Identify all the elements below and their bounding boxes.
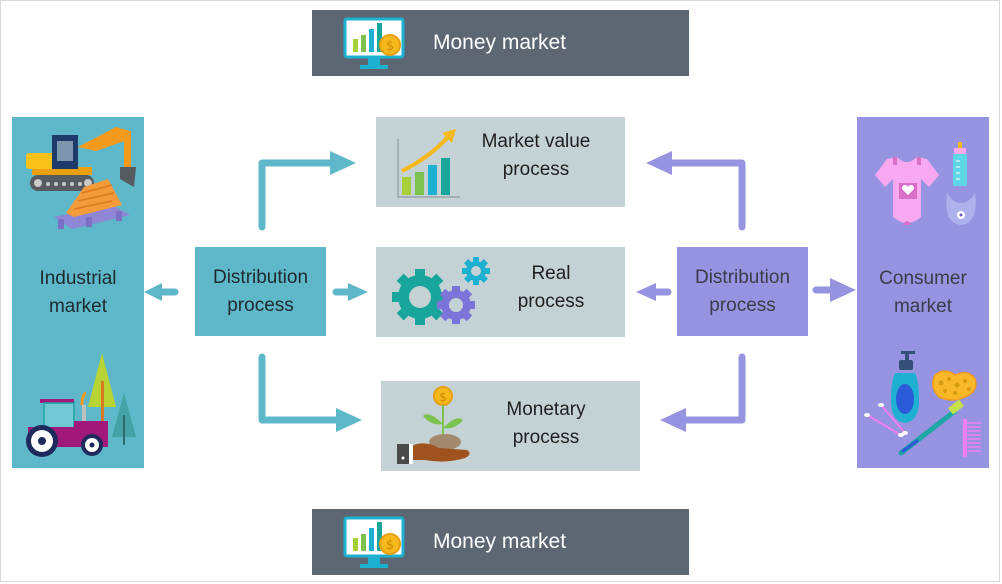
arrowhead-market-value-right — [646, 151, 672, 175]
money-market-top: $ Money market — [312, 10, 689, 76]
market-value-process: Market value process — [376, 117, 625, 207]
industrial-market-line1: Industrial — [39, 267, 117, 289]
hand-money-plant-icon: $ — [395, 384, 475, 477]
monitor-chart-coin-icon: $ — [343, 516, 407, 576]
svg-text:$: $ — [386, 39, 394, 54]
svg-text:$: $ — [386, 538, 394, 553]
arrowhead-monetary-right — [660, 408, 686, 432]
soap-dispenser-icon — [857, 341, 989, 468]
consumer-market-line1: Consumer — [879, 267, 967, 289]
distribution-process-left: Distribution process — [195, 247, 326, 336]
distribution-left-line2: process — [227, 294, 294, 316]
distribution-process-right: Distribution process — [677, 247, 808, 336]
purple-arrowheads — [636, 151, 856, 432]
arrow-dist-right-to-monetary — [680, 353, 746, 424]
real-line1: Real — [531, 263, 571, 284]
market-value-line2: process — [502, 159, 570, 180]
arrowhead-market-value — [330, 151, 356, 175]
real-process: Real process — [376, 247, 625, 337]
arrow-dist-left-to-market-value — [258, 159, 334, 231]
consumer-market: Consumer market — [857, 117, 989, 468]
teal-arrows — [156, 159, 354, 424]
consumer-market-line2: market — [893, 295, 953, 317]
money-market-bottom: $ Money market — [312, 509, 689, 575]
gears-icon — [390, 253, 490, 342]
arrowhead-monetary-left — [336, 408, 362, 432]
lumber-pallet-icon — [12, 117, 144, 244]
arrowhead-real-right — [636, 283, 656, 301]
money-market-bottom-label: Money market — [433, 530, 567, 553]
industrial-market-line2: market — [48, 295, 108, 317]
distribution-right-line1: Distribution — [694, 266, 791, 288]
arrowhead-consumer — [830, 278, 856, 302]
excavator-icon — [12, 117, 144, 244]
real-process-label: Real process — [486, 260, 616, 316]
svg-text:$: $ — [439, 390, 447, 404]
arrow-dist-right-to-market-value — [666, 159, 746, 231]
tractor-icon — [12, 341, 144, 468]
monetary-process-label: Monetary process — [481, 396, 611, 452]
arrowhead-real-left — [348, 283, 368, 301]
growth-chart-icon — [394, 125, 460, 210]
baby-bodysuit-icon — [857, 117, 989, 244]
industrial-market: Industrial market — [12, 117, 144, 468]
arrow-dist-left-to-monetary — [258, 353, 340, 424]
market-value-line1: Market value — [481, 131, 591, 152]
monetary-line1: Monetary — [506, 399, 586, 420]
distribution-left-line1: Distribution — [212, 266, 309, 288]
market-value-label: Market value process — [466, 128, 606, 184]
monitor-chart-coin-icon: $ — [343, 17, 407, 77]
money-market-top-label: Money market — [433, 31, 567, 54]
monetary-line2: process — [512, 427, 580, 448]
arrowhead-industrial — [144, 283, 162, 301]
monetary-process: $ Monetary process — [381, 381, 640, 471]
teal-arrowheads — [144, 151, 368, 432]
purple-arrows — [650, 159, 836, 424]
distribution-right-line2: process — [709, 294, 776, 316]
real-line2: process — [517, 291, 585, 312]
